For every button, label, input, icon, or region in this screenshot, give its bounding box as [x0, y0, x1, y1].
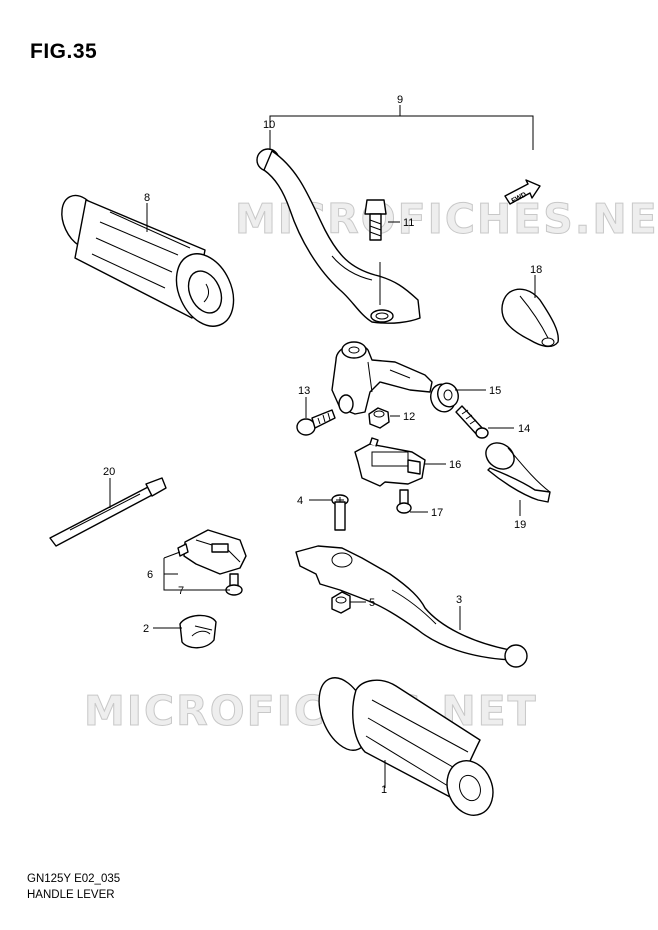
callout-numbers: 1 2 3 4 5 6 7 8 9 10 11 12 13 14 15 16 1… — [103, 94, 542, 796]
callout-19: 19 — [514, 519, 526, 531]
part-6-switch — [177, 529, 247, 575]
part-1-right-grip — [318, 677, 494, 816]
part-4-pivot-bolt — [331, 494, 349, 531]
part-2-clamp — [179, 614, 217, 649]
part-15-adjuster — [430, 382, 459, 413]
part-13-bolt — [296, 409, 336, 436]
lever-holder — [331, 341, 433, 415]
callout-4: 4 — [297, 495, 303, 507]
model-code: GN125Y E02_035 — [27, 873, 121, 885]
part-18-cover — [501, 288, 559, 348]
part-12-nut — [368, 407, 390, 429]
part-3-brake-lever — [295, 545, 528, 668]
part-14-screw — [455, 405, 489, 439]
callout-8: 8 — [144, 192, 150, 204]
callout-6: 6 — [147, 569, 153, 581]
callout-11: 11 — [403, 217, 414, 229]
callout-3: 3 — [456, 594, 462, 606]
figure-title: FIG.35 — [30, 40, 98, 63]
callout-5: 5 — [369, 597, 375, 609]
callout-16: 16 — [449, 459, 461, 471]
part-11-bolt — [364, 199, 387, 241]
figure-caption: HANDLE LEVER — [27, 889, 115, 901]
part-5-nut — [331, 591, 351, 614]
callout-18: 18 — [530, 264, 542, 276]
callout-2: 2 — [143, 623, 149, 635]
callout-20: 20 — [103, 466, 115, 478]
part-17-screw — [396, 489, 412, 514]
callout-7: 7 — [178, 585, 184, 597]
callout-14: 14 — [518, 423, 530, 435]
part-19-boot — [485, 442, 551, 503]
callout-1: 1 — [381, 784, 387, 796]
leader-lines — [109, 130, 536, 788]
part-20-cable-tie — [49, 477, 167, 547]
callout-12: 12 — [403, 411, 415, 423]
part-9-bracket — [269, 105, 534, 150]
part-16-switch — [354, 437, 426, 487]
watermark-bottom: MICROFICHES.NET — [84, 687, 538, 735]
callout-9: 9 — [397, 94, 403, 106]
callout-17: 17 — [431, 507, 443, 519]
callout-15: 15 — [489, 385, 501, 397]
part-8-left-grip — [61, 194, 235, 327]
callout-10: 10 — [263, 119, 275, 131]
part-7-screw — [225, 573, 243, 596]
callout-13: 13 — [298, 385, 310, 397]
part-10-clutch-lever — [256, 148, 421, 324]
